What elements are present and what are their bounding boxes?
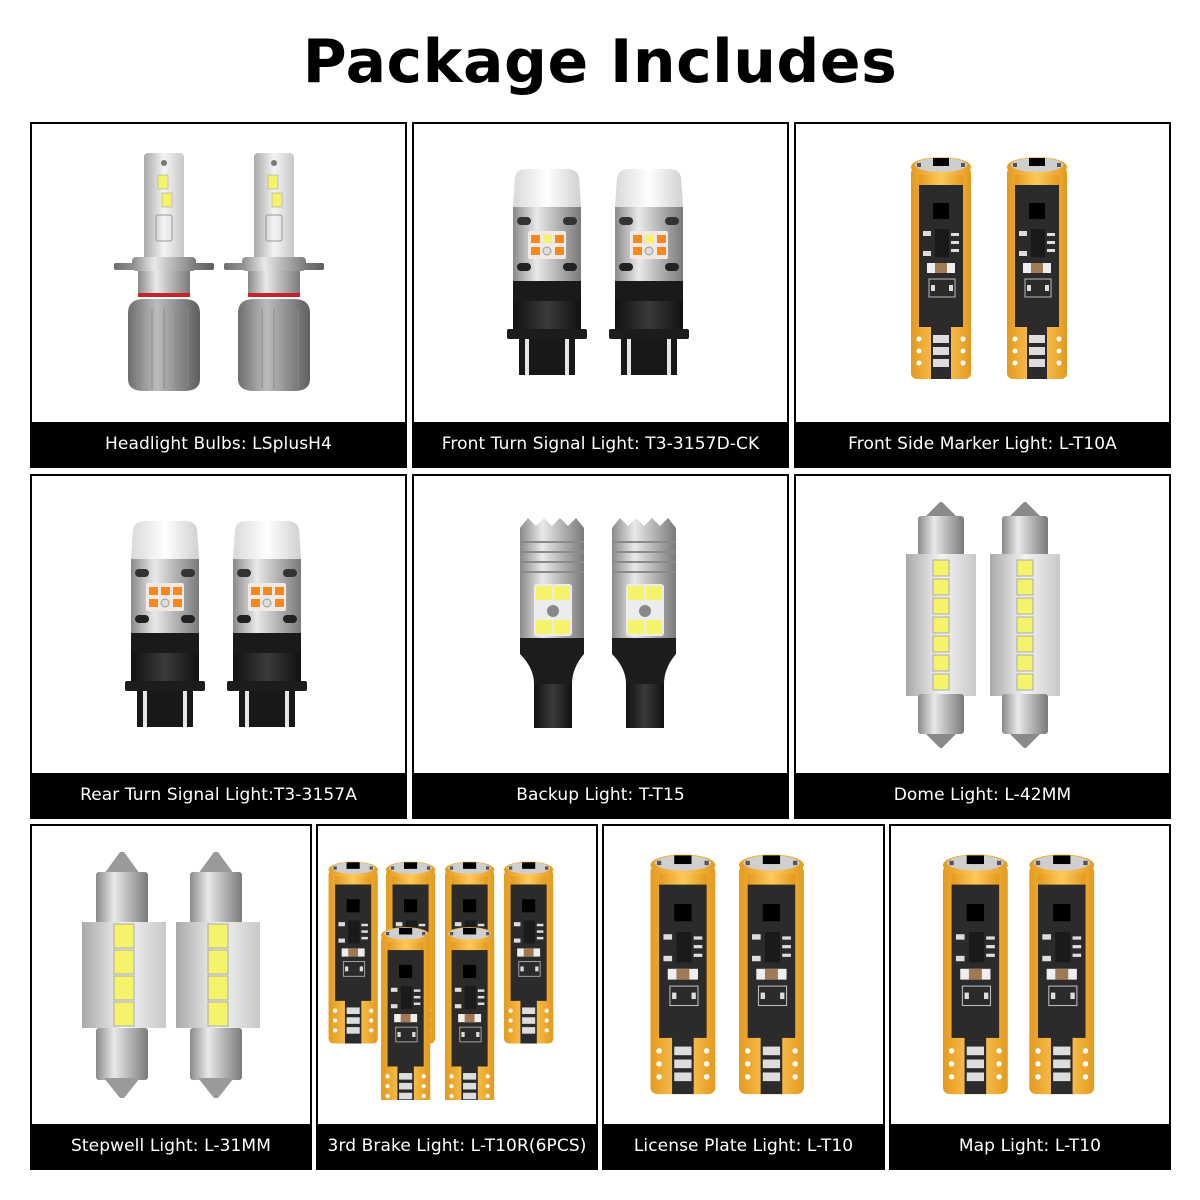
3157-switchback-bulb-icon xyxy=(414,124,787,422)
t15-reverse-bulb-icon xyxy=(414,476,787,773)
product-caption: Rear Turn Signal Light:T3-3157A xyxy=(32,773,405,817)
product-panel-stepwell-light: Stepwell Light: L-31MM xyxy=(30,824,312,1170)
product-caption: Backup Light: T-T15 xyxy=(414,773,787,817)
product-panel-license-plate-light: #p9 .chip{fill:#f4f36a} License Plate Li… xyxy=(602,824,885,1170)
product-caption: Stepwell Light: L-31MM xyxy=(32,1124,310,1168)
product-caption: Front Side Marker Light: L-T10A xyxy=(796,422,1169,466)
31mm-festoon-bulb-icon xyxy=(32,826,310,1124)
product-panel-headlight-bulbs: Headlight Bulbs: LSplusH4 xyxy=(30,122,407,468)
product-panel-front-turn-signal: Front Turn Signal Light: T3-3157D-CK xyxy=(412,122,789,468)
t10-white-wedge-bulb-icon: #p10 .chip{fill:#f4f36a} xyxy=(891,826,1169,1124)
page-title: Package Includes xyxy=(302,27,898,97)
3157-amber-bulb-icon xyxy=(32,476,405,773)
product-panel-front-side-marker: #p3 .chip{fill:#f7871f} Front Side Marke… xyxy=(794,122,1171,468)
product-caption: Headlight Bulbs: LSplusH4 xyxy=(32,422,405,466)
product-panel-backup-light: Backup Light: T-T15 xyxy=(412,474,789,819)
product-panel-rear-turn-signal: Rear Turn Signal Light:T3-3157A xyxy=(30,474,407,819)
t10-white-wedge-bulb-icon: #p9 .chip{fill:#f4f36a} xyxy=(604,826,883,1124)
product-caption: 3rd Brake Light: L-T10R(6PCS) xyxy=(318,1124,596,1168)
product-panel-map-light: #p10 .chip{fill:#f4f36a} Map Light: L-T1… xyxy=(889,824,1171,1170)
product-panel-dome-light: Dome Light: L-42MM xyxy=(794,474,1171,819)
t10-amber-wedge-bulb-icon: #p3 .chip{fill:#f7871f} xyxy=(796,124,1169,422)
t10-red-wedge-bulb-icon: #p8 .chip{fill:#c8232b} xyxy=(318,826,596,1124)
product-caption: License Plate Light: L-T10 xyxy=(604,1124,883,1168)
product-panel-3rd-brake-light: #p8 .chip{fill:#c8232b} 3rd Brake Light:… xyxy=(316,824,598,1170)
product-caption: Map Light: L-T10 xyxy=(891,1124,1169,1168)
product-caption: Dome Light: L-42MM xyxy=(796,773,1169,817)
product-caption: Front Turn Signal Light: T3-3157D-CK xyxy=(414,422,787,466)
42mm-festoon-bulb-icon xyxy=(796,476,1169,773)
h4-headlight-bulb-icon xyxy=(32,124,405,422)
